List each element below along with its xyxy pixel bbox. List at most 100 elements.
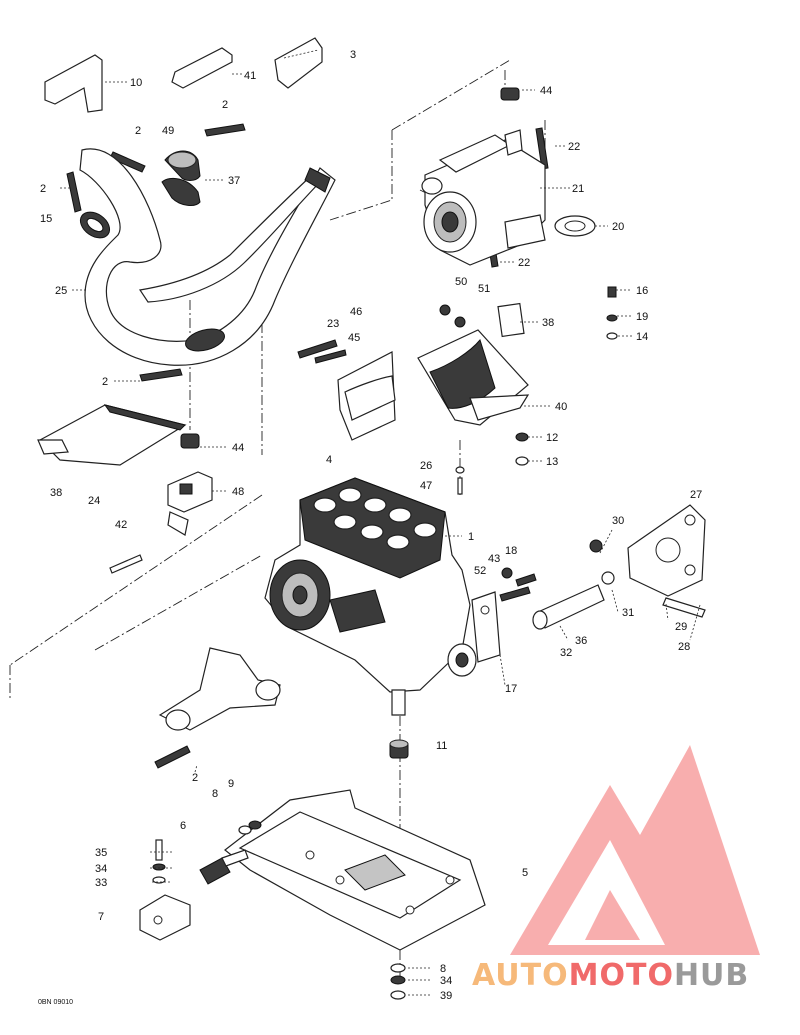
- callout-24: 24: [88, 495, 100, 507]
- callout-16: 16: [636, 285, 648, 297]
- callout-21: 21: [572, 183, 584, 195]
- callout-23: 23: [327, 318, 339, 330]
- callout-leaders: [60, 73, 701, 996]
- callout-47: 47: [420, 480, 432, 492]
- exhaust-manifold-lower: [158, 647, 281, 731]
- rear-bracket-24: [37, 404, 187, 466]
- callout-11: 11: [436, 740, 447, 752]
- callout-52: 52: [474, 565, 486, 577]
- rubber-mount-44-top: [500, 87, 520, 101]
- callout-32: 32: [560, 647, 572, 659]
- svg-text:AUTOMOTOHUB: AUTOMOTOHUB: [472, 958, 749, 993]
- assembly-guide-lines: [9, 59, 546, 980]
- callout-38-right: 38: [542, 317, 554, 329]
- callout-22-top: 22: [568, 141, 580, 153]
- callout-48: 48: [232, 486, 244, 498]
- callout-3: 3: [350, 49, 356, 61]
- sealing-ring-15: [79, 211, 111, 239]
- tuned-pipe-25: [79, 148, 336, 366]
- stud-42: [109, 554, 143, 574]
- callout-8-bottom: 8: [440, 963, 446, 975]
- callout-6: 6: [180, 820, 186, 832]
- cylinder-head-fins: [313, 487, 437, 550]
- engine-1: [264, 477, 477, 716]
- callout-numbers: 3 10 41 44 2 49 2 22 37 2 21 15 20 22 25…: [40, 49, 702, 1002]
- exhaust-gasket-20: [554, 215, 596, 237]
- callout-38-left: 38: [50, 487, 62, 499]
- callout-17: 17: [505, 683, 517, 695]
- bolt-35-washers-33-34: [152, 839, 166, 884]
- exhaust-manifold-49: [161, 150, 201, 206]
- watermark-word-hub: HUB: [674, 958, 749, 993]
- shock-mount-6: [199, 849, 249, 885]
- callout-10: 10: [130, 77, 142, 89]
- callout-29: 29: [675, 621, 687, 633]
- callout-1: 1: [468, 531, 474, 543]
- callout-50: 50: [455, 276, 467, 288]
- callout-34-bottom: 34: [440, 975, 452, 987]
- callout-25: 25: [55, 285, 67, 297]
- callout-30: 30: [612, 515, 624, 527]
- callout-41: 41: [244, 70, 256, 82]
- watermark-mark-icon: [510, 745, 760, 955]
- decal-38-right: [497, 302, 525, 338]
- callout-20: 20: [612, 221, 624, 233]
- tab-17: [471, 591, 501, 663]
- rubber-mount-11: [389, 739, 409, 759]
- callout-5: 5: [522, 867, 528, 879]
- callout-2-c: 2: [40, 183, 46, 195]
- muffler-21: [421, 129, 546, 266]
- callout-12: 12: [546, 432, 558, 444]
- callout-13: 13: [546, 456, 558, 468]
- callout-19: 19: [636, 311, 648, 323]
- bracket-7: [139, 894, 191, 941]
- callout-2-b: 2: [135, 125, 141, 137]
- bottom-fasteners-8-34-39: [390, 963, 406, 1000]
- callout-4: 4: [326, 454, 332, 466]
- callout-8-top: 8: [212, 788, 218, 800]
- engine-support-40: [417, 329, 530, 426]
- callout-43: 43: [488, 553, 500, 565]
- callout-18: 18: [505, 545, 517, 557]
- rubber-mount-44-left: [180, 433, 200, 449]
- callout-44-left: 44: [232, 442, 244, 454]
- drawing-code: 0BN 09010: [38, 999, 73, 1006]
- callout-51: 51: [478, 283, 490, 295]
- cylinder-head-bolts-23-45-46: [297, 339, 347, 364]
- watermark-word-moto: MOTO: [569, 958, 674, 993]
- callout-22-bottom: 22: [518, 257, 530, 269]
- callout-26: 26: [420, 460, 432, 472]
- callout-28: 28: [678, 641, 690, 653]
- callout-2-a: 2: [222, 99, 228, 111]
- callout-42: 42: [115, 519, 127, 531]
- callout-34-left: 34: [95, 863, 107, 875]
- callout-27: 27: [690, 489, 702, 501]
- washers-8-9: [238, 820, 262, 835]
- callout-2-e: 2: [192, 772, 198, 784]
- callout-39: 39: [440, 990, 452, 1002]
- callout-44-top: 44: [540, 85, 552, 97]
- callout-40: 40: [555, 401, 567, 413]
- callout-46: 46: [350, 306, 362, 318]
- heat-shield-3: [274, 37, 323, 89]
- muffler-bracket-48: [167, 471, 213, 536]
- engine-cradle-5: [224, 789, 486, 951]
- callout-49: 49: [162, 125, 174, 137]
- callout-36: 36: [575, 635, 587, 647]
- engine-support-4: [337, 351, 396, 441]
- callout-15: 15: [40, 213, 52, 225]
- watermark-logo: AUTOMOTOHUB: [472, 745, 760, 993]
- callout-9: 9: [228, 778, 234, 790]
- callout-33: 33: [95, 877, 107, 889]
- engine-mount-plate-27: [627, 504, 706, 597]
- callout-7: 7: [98, 911, 104, 923]
- engine-mount-bolt-36: [532, 584, 605, 630]
- muffler-heat-shield-10: [44, 54, 103, 113]
- callout-31: 31: [622, 607, 634, 619]
- watermark-word-auto: AUTO: [472, 958, 569, 993]
- callout-14: 14: [636, 331, 648, 343]
- callout-37: 37: [228, 175, 240, 187]
- callout-2-d: 2: [102, 376, 108, 388]
- heat-shield-41: [171, 47, 233, 89]
